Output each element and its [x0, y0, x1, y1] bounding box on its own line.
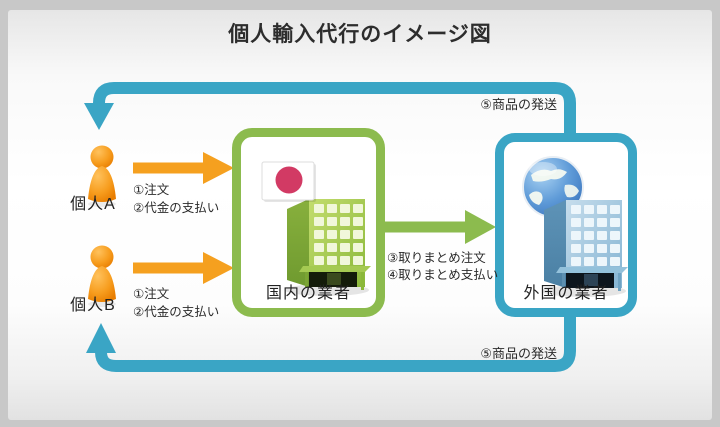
shipping-route-bottom-arrow [86, 310, 576, 372]
order-arrow-person-a [133, 152, 234, 184]
shipping-route-top-arrow [84, 82, 576, 140]
foreign-vendor-box: 外国の業者 [495, 133, 637, 317]
domestic-vendor-box: 国内の業者 [232, 128, 385, 317]
person-a-step-order: ①注文 [133, 183, 170, 197]
shipping-label-bottom: ⑤商品の発送 [480, 346, 557, 361]
person-a-label: 個人A [70, 196, 116, 213]
foreign-vendor-label: 外国の業者 [523, 285, 609, 302]
building-icon [542, 200, 628, 297]
diagram-title: 個人輸入代行のイメージ図 [228, 23, 492, 46]
person-b-icon [88, 245, 116, 307]
shipping-label-top: ⑤商品の発送 [480, 97, 557, 112]
domestic-vendor-label: 国内の業者 [265, 285, 351, 302]
bulk-order-arrow [382, 210, 496, 244]
japan-flag-icon [261, 161, 316, 202]
person-b-label: 個人B [70, 297, 116, 314]
person-a-icon [88, 145, 116, 207]
person-b-step-payment: ②代金の支払い [133, 305, 220, 319]
order-arrow-person-b [133, 252, 234, 284]
building-icon [285, 199, 371, 296]
person-a-step-payment: ②代金の支払い [133, 201, 220, 215]
bulk-order-label: ③取りまとめ注文 [387, 251, 486, 265]
bulk-payment-label: ④取りまとめ支払い [387, 268, 499, 282]
person-b-step-order: ①注文 [133, 287, 170, 301]
